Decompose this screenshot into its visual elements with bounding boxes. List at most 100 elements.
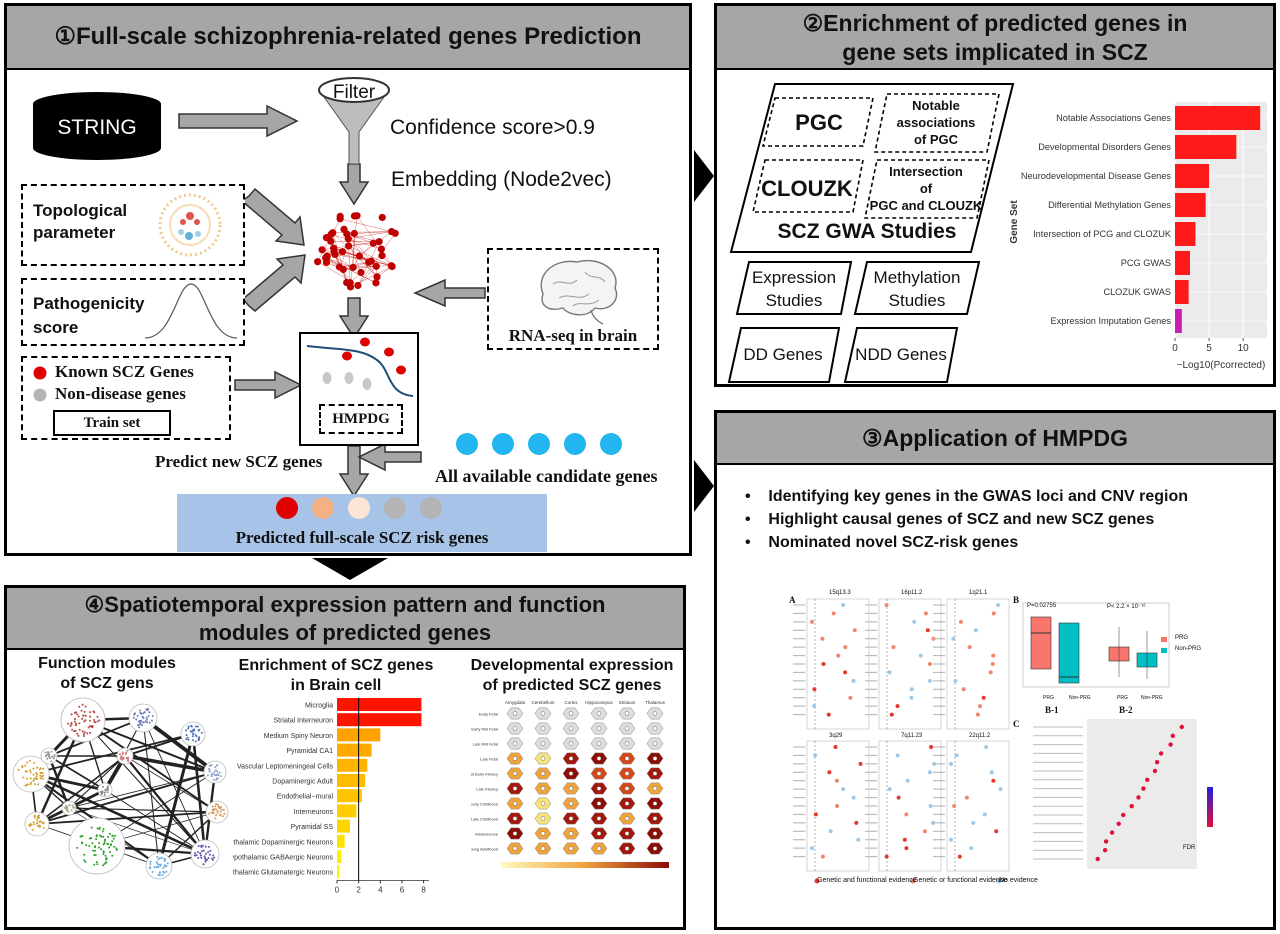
module-gene-dot xyxy=(215,774,218,777)
heatmap-cell-core xyxy=(512,816,518,821)
gene-evidence-dot xyxy=(841,787,846,792)
module-gene-dot xyxy=(89,731,92,734)
go-plot-background xyxy=(1087,719,1197,869)
module-edge xyxy=(157,733,195,867)
heatmap-cell-core xyxy=(652,831,658,836)
heatmap-color-scale xyxy=(501,862,669,868)
brain-cell-tick-label: Medium Spiny Neuron xyxy=(264,733,333,740)
network-node xyxy=(357,268,365,277)
module-gene-dot xyxy=(98,719,101,722)
module-gene-dot xyxy=(194,852,197,855)
network-edge xyxy=(357,233,396,286)
module-gene-dot xyxy=(73,806,76,809)
heatmap-cell-core xyxy=(596,846,602,851)
module-gene-dot xyxy=(165,865,168,868)
module-gene-dot xyxy=(204,845,207,848)
module-gene-dot xyxy=(108,832,111,835)
heatmap-cell-core xyxy=(652,801,658,806)
brain-cell-tick-label: Endothelial−mural xyxy=(277,794,334,801)
heatmap-cell-core xyxy=(624,726,630,731)
module-gene-dot xyxy=(24,784,27,787)
module-gene-dot xyxy=(34,783,37,786)
module-gene-dot xyxy=(195,854,198,857)
gene-evidence-dot xyxy=(858,761,863,766)
stage-label: Young Adulthood xyxy=(471,847,498,852)
locus-plot-frame xyxy=(806,598,870,730)
module-gene-dot xyxy=(25,777,28,780)
module-gene-dot xyxy=(71,728,74,731)
gene-set-bar xyxy=(1175,309,1182,333)
module-gene-dot xyxy=(73,720,76,723)
fig-a-label: A xyxy=(789,595,796,605)
locus-plot-frame xyxy=(946,740,1010,872)
module-gene-dot xyxy=(211,805,214,808)
module-gene-dot xyxy=(102,828,105,831)
gene-evidence-dot xyxy=(889,712,894,717)
nonprg-tick-1: Non-PRG xyxy=(1069,695,1091,701)
module-gene-dot xyxy=(198,728,201,731)
heatmap-cell-core xyxy=(596,726,602,731)
b2-label: B-2 xyxy=(1119,705,1133,715)
module-gene-dot xyxy=(36,824,39,827)
module-gene-dot xyxy=(204,860,207,863)
module-gene-dot xyxy=(140,724,143,727)
module-gene-dot xyxy=(102,853,105,856)
gene-evidence-dot xyxy=(925,628,930,633)
stage-label: Late Infancy xyxy=(476,787,498,792)
module-gene-dot xyxy=(132,716,135,719)
module-gene-dot xyxy=(84,705,87,708)
fig-c-label: C xyxy=(1013,719,1020,729)
legend-g-or-f-label: Genetic or functional evidence xyxy=(913,877,1008,884)
region-label: Cortex xyxy=(564,700,578,705)
module-gene-dot xyxy=(26,761,29,764)
heatmap-cell-core xyxy=(540,831,546,836)
gene-evidence-dot xyxy=(848,695,853,700)
module-gene-dot xyxy=(216,811,219,814)
module-gene-dot xyxy=(40,821,43,824)
network-node xyxy=(336,212,344,221)
string-database-icon xyxy=(33,92,161,160)
bullet-item: • Nominated novel SCZ-risk genes xyxy=(745,534,1019,551)
gene-evidence-dot xyxy=(981,695,986,700)
module-gene-dot xyxy=(107,785,110,788)
gene-evidence-dot xyxy=(851,795,856,800)
gene-evidence-dot xyxy=(994,829,999,834)
legend-no-label: No evidence xyxy=(999,877,1038,884)
gene-evidence-dot xyxy=(884,603,889,607)
gene-evidence-dot xyxy=(833,745,838,749)
network-node xyxy=(372,262,380,270)
module-gene-dot xyxy=(17,768,20,771)
heatmap-cell-core xyxy=(596,756,602,761)
x-tick-label: 5 xyxy=(1206,343,1212,354)
module-gene-dot xyxy=(105,856,108,859)
module-gene-dot xyxy=(112,837,115,840)
application-figure xyxy=(793,598,1213,884)
gene-evidence-dot xyxy=(827,770,832,775)
heatmap-cell-core xyxy=(624,786,630,791)
heatmap-cell-core xyxy=(512,726,518,731)
brain-cell-tick-label: Pyramidal SS xyxy=(291,824,334,831)
module-gene-dot xyxy=(47,755,50,758)
network-edge xyxy=(325,257,354,268)
module-gene-dot xyxy=(110,843,113,846)
ndd-genes-label: NDD Genes xyxy=(855,345,947,364)
network-node xyxy=(329,229,337,237)
gene-evidence-dot xyxy=(887,787,892,792)
module-gene-dot xyxy=(158,857,161,860)
gene-evidence-dot xyxy=(884,854,889,859)
network-node xyxy=(340,225,348,233)
heatmap-cell-core xyxy=(540,711,546,716)
module-gene-dot xyxy=(42,827,45,830)
pathogenicity-box xyxy=(21,278,245,346)
network-node xyxy=(354,281,362,290)
module-gene-dot xyxy=(196,725,199,728)
hmpdg-label: HMPDG xyxy=(319,404,403,434)
module-gene-dot xyxy=(33,814,36,817)
module-gene-dot xyxy=(32,779,35,782)
module-gene-dot xyxy=(98,834,101,837)
module-edge xyxy=(142,717,160,867)
module-edge xyxy=(82,719,206,855)
module-gene-dot xyxy=(106,791,109,794)
known-gene-dot-icon xyxy=(33,366,47,380)
